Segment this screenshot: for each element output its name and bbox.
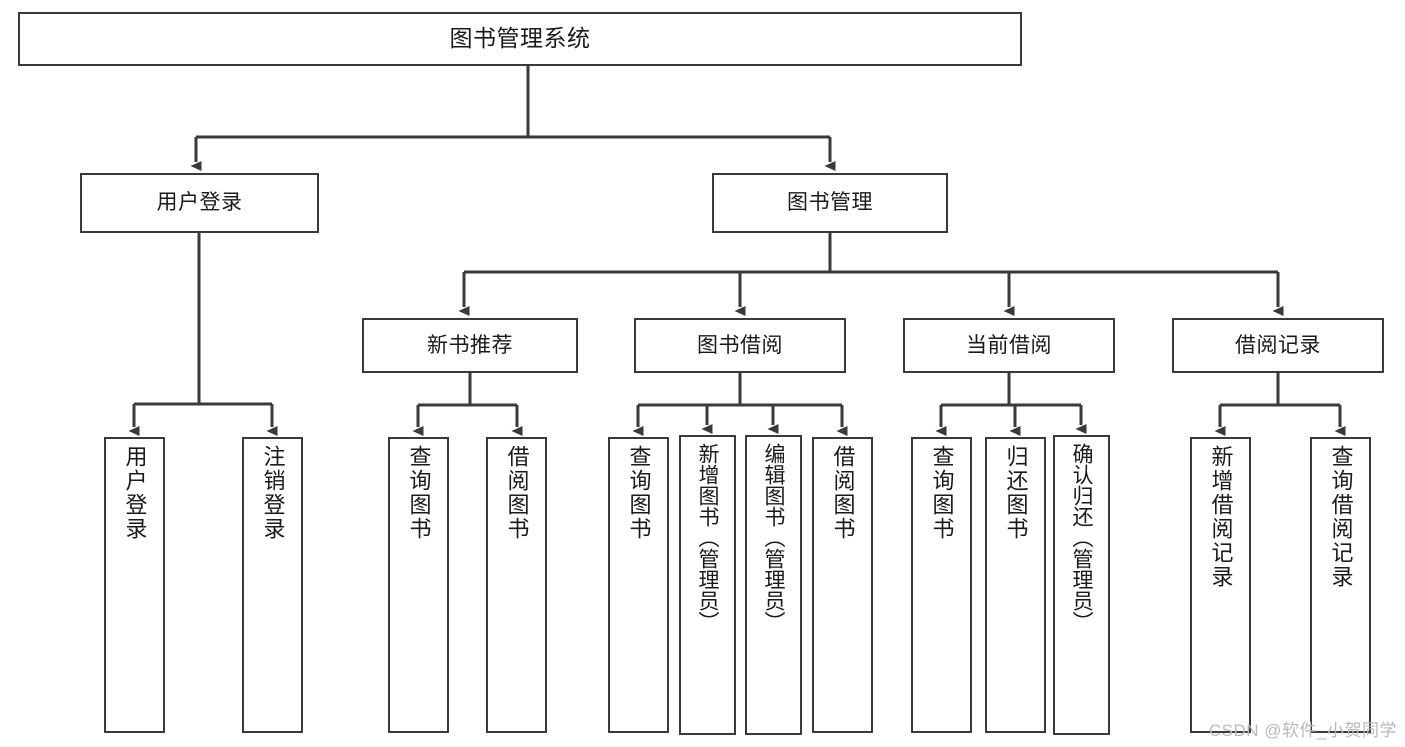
node-leaf-edit-book[interactable]: 编辑图书（管理员） — [745, 435, 802, 735]
node-leaf-query-book-1-label: 查询图书 — [406, 445, 432, 541]
node-book-management-label: 图书管理 — [787, 191, 873, 215]
csdn-watermark: CSDN @软件_小贺同学 — [1208, 721, 1397, 740]
node-leaf-add-book-label: 新增图书（管理员） — [696, 443, 719, 632]
node-leaf-query-book-2[interactable]: 查询图书 — [608, 437, 669, 733]
node-root[interactable]: 图书管理系统 — [18, 12, 1022, 66]
node-new-book-recommend[interactable]: 新书推荐 — [362, 318, 578, 373]
node-leaf-confirm-return[interactable]: 确认归还（管理员） — [1053, 435, 1110, 735]
node-leaf-add-book[interactable]: 新增图书（管理员） — [679, 435, 736, 735]
node-leaf-return-book-label: 归还图书 — [1003, 445, 1029, 541]
node-leaf-query-book-2-label: 查询图书 — [626, 445, 652, 541]
node-current-borrow[interactable]: 当前借阅 — [903, 318, 1115, 373]
node-new-book-recommend-label: 新书推荐 — [427, 333, 513, 357]
node-leaf-borrow-book-1-label: 借阅图书 — [504, 445, 530, 541]
node-leaf-query-book-3-label: 查询图书 — [929, 445, 955, 541]
node-leaf-add-record[interactable]: 新增借阅记录 — [1190, 437, 1251, 733]
node-leaf-query-record[interactable]: 查询借阅记录 — [1310, 437, 1371, 733]
node-root-label: 图书管理系统 — [449, 25, 591, 52]
node-borrow-record-label: 借阅记录 — [1235, 333, 1321, 357]
node-leaf-confirm-return-label: 确认归还（管理员） — [1070, 443, 1093, 632]
node-user-login[interactable]: 用户登录 — [80, 173, 319, 233]
node-user-login-label: 用户登录 — [156, 191, 243, 215]
node-leaf-user-login[interactable]: 用户登录 — [104, 437, 165, 733]
node-book-management[interactable]: 图书管理 — [712, 173, 948, 233]
node-current-borrow-label: 当前借阅 — [966, 333, 1052, 357]
node-leaf-borrow-book-2-label: 借阅图书 — [830, 445, 856, 541]
node-book-borrow-label: 图书借阅 — [697, 333, 783, 357]
node-leaf-borrow-book-1[interactable]: 借阅图书 — [486, 437, 547, 733]
node-leaf-query-book-3[interactable]: 查询图书 — [911, 437, 972, 733]
node-leaf-query-record-label: 查询借阅记录 — [1328, 445, 1354, 589]
node-leaf-logout[interactable]: 注销登录 — [242, 437, 303, 733]
node-leaf-add-record-label: 新增借阅记录 — [1208, 445, 1234, 589]
node-leaf-logout-label: 注销登录 — [260, 445, 286, 541]
node-leaf-query-book-1[interactable]: 查询图书 — [388, 437, 449, 733]
node-leaf-borrow-book-2[interactable]: 借阅图书 — [812, 437, 873, 733]
node-leaf-user-login-label: 用户登录 — [122, 445, 148, 541]
node-book-borrow[interactable]: 图书借阅 — [634, 318, 846, 373]
node-leaf-edit-book-label: 编辑图书（管理员） — [762, 443, 785, 632]
node-borrow-record[interactable]: 借阅记录 — [1172, 318, 1384, 373]
node-leaf-return-book[interactable]: 归还图书 — [985, 437, 1046, 733]
